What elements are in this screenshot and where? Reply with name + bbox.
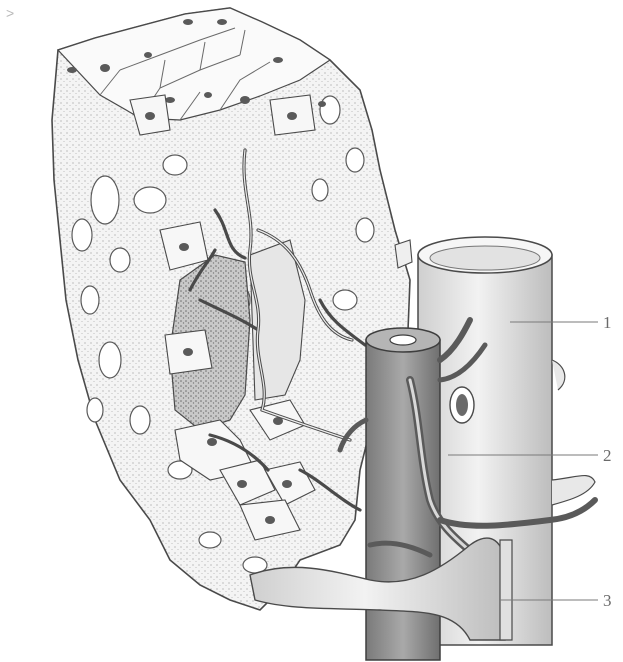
callout-label-1: 1 — [603, 313, 612, 332]
callout-label-3: 3 — [603, 591, 612, 610]
callout-label-2: 2 — [603, 446, 612, 465]
bone-spur — [395, 240, 412, 268]
corner-mark: > — [6, 5, 14, 21]
